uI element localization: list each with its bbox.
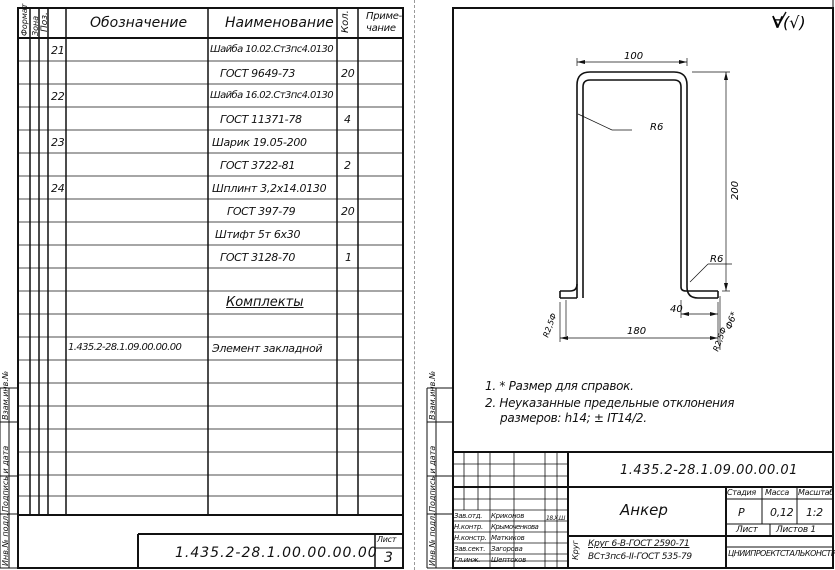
side-label-signature-date: Подпись и дата xyxy=(1,445,10,512)
section-heading-kits: Комплекты xyxy=(226,295,304,310)
material-line-1: Круг 6-В-ГОСТ 2590-71 xyxy=(588,539,690,549)
row-4-qty: 4 xyxy=(344,113,351,126)
row-3-pos: 22 xyxy=(51,90,65,103)
header-pos: Поз. xyxy=(40,12,50,32)
dim-base-180: 180 xyxy=(627,326,646,337)
note-3: размеров: h14; ± IT14/2. xyxy=(500,411,647,425)
mass-header: Масса xyxy=(765,488,790,497)
row-5-name: Шарик 19.05-200 xyxy=(212,136,307,149)
header-name: Наименование xyxy=(225,15,334,31)
dim-right-size: R2,5Ф xyxy=(711,326,728,353)
dim-radius-bottom: R6 xyxy=(710,254,723,265)
right-doc-number: 1.435.2-28.1.09.00.00.01 xyxy=(620,463,798,478)
row-9-name: Штифт 5т 6x30 xyxy=(215,228,301,241)
right-side-label-original-inv: Инв.№ подл. xyxy=(428,513,437,566)
row-8-qty: 20 xyxy=(341,205,355,218)
row-5-pos: 23 xyxy=(51,136,65,149)
row-1-pos: 21 xyxy=(51,44,65,57)
dim-leg-40: 40 xyxy=(670,304,683,315)
row-7-pos: 24 xyxy=(51,182,65,195)
row-14-name: Элемент закладной xyxy=(212,342,323,355)
right-side-label-replaced-inv: Взам.инв.№ xyxy=(428,370,437,420)
scale-value: 1:2 xyxy=(806,506,823,519)
name-4: Загорова xyxy=(491,545,523,553)
row-8-name: ГОСТ 397-79 xyxy=(227,205,296,218)
organization: ЦНИИПРОЕКТСТАЛЬКОНСТРУКЦИЯ xyxy=(728,549,835,558)
anchor-drawing: ∀(√) 100 R6 200 R6 40 180 R2,5Ф Ф6* R2,5… xyxy=(541,11,806,353)
row-10-qty: 1 xyxy=(345,251,352,264)
header-qty: Кол. xyxy=(340,10,351,33)
sheet-divider xyxy=(414,0,416,570)
stage-value: Р xyxy=(738,506,745,519)
row-6-name: ГОСТ 3722-81 xyxy=(220,159,296,172)
row-4-name: ГОСТ 11371-78 xyxy=(220,113,302,126)
approval-date: 18.Х.Ш xyxy=(546,515,565,522)
left-sheet-grid xyxy=(0,7,404,569)
name-2: Крымоченкова xyxy=(491,523,539,531)
material-prefix: Круг xyxy=(571,540,580,560)
left-doc-number: 1.435.2-28.1.00.00.00.00 xyxy=(175,545,378,561)
header-format: Формат xyxy=(20,3,29,36)
row-2-name: ГОСТ 9649-73 xyxy=(220,67,296,80)
note-2: 2. Неуказанные предельные отклонения xyxy=(485,396,735,410)
row-1-name: Шайба 10.02.Ст3пс4.0130 xyxy=(210,44,334,55)
side-label-original-inv: Инв.№ подл. xyxy=(1,513,10,566)
role-2: Н.контр. xyxy=(454,523,483,531)
sheets-text: Листов 1 xyxy=(776,525,816,535)
name-1: Криконов xyxy=(491,512,525,520)
left-sheet-label: Лист xyxy=(377,535,397,544)
mass-value: 0,12 xyxy=(770,506,794,519)
row-3-name: Шайба 16.02.Ст3пс4.0130 xyxy=(210,90,334,101)
name-3: Маткиков xyxy=(491,534,525,542)
role-1: Зав.отд. xyxy=(454,512,483,520)
dim-radius-top: R6 xyxy=(650,122,663,133)
side-label-replaced-inv: Взам.инв.№ xyxy=(1,370,10,420)
name-5: Шептоков xyxy=(491,556,526,564)
row-14-designation: 1.435.2-28.1.09.00.00.00 xyxy=(68,342,182,353)
dim-height-200: 200 xyxy=(730,181,741,200)
note-1: 1. * Размер для справок. xyxy=(485,379,634,393)
sheet-text: Лист xyxy=(736,525,758,535)
right-side-label-signature-date: Подпись и дата xyxy=(428,445,437,512)
role-5: Гл.инж. xyxy=(454,556,481,564)
row-10-name: ГОСТ 3128-70 xyxy=(220,251,296,264)
roughness-mark: ∀(√) xyxy=(772,13,806,32)
material-line-2: ВСт3пс6-II-ГОСТ 535-79 xyxy=(588,552,692,562)
right-sheet-frame xyxy=(426,0,834,569)
header-note: Приме- чание xyxy=(366,11,402,34)
scale-header: Масштаб xyxy=(798,488,834,497)
dim-left-size: R2,5Ф xyxy=(541,312,558,339)
left-sheet-number: 3 xyxy=(384,550,393,566)
dim-diameter: Ф6* xyxy=(724,310,740,331)
role-3: Н.констр. xyxy=(454,534,487,542)
row-2-qty: 20 xyxy=(341,67,355,80)
row-7-name: Шплинт 3,2x14.0130 xyxy=(212,182,327,195)
left-sheet: Формат Зона Поз. Обозначение Наименовани… xyxy=(0,0,408,570)
row-6-qty: 2 xyxy=(344,159,351,172)
role-4: Зав.сект. xyxy=(454,545,486,553)
part-title: Анкер xyxy=(620,501,668,519)
right-sheet: ∀(√) 100 R6 200 R6 40 180 R2,5Ф Ф6* R2,5… xyxy=(420,0,835,570)
dim-top-100: 100 xyxy=(624,51,643,62)
header-designation: Обозначение xyxy=(90,15,188,31)
stage-header: Стадия xyxy=(727,488,756,497)
header-zone: Зона xyxy=(31,15,40,36)
